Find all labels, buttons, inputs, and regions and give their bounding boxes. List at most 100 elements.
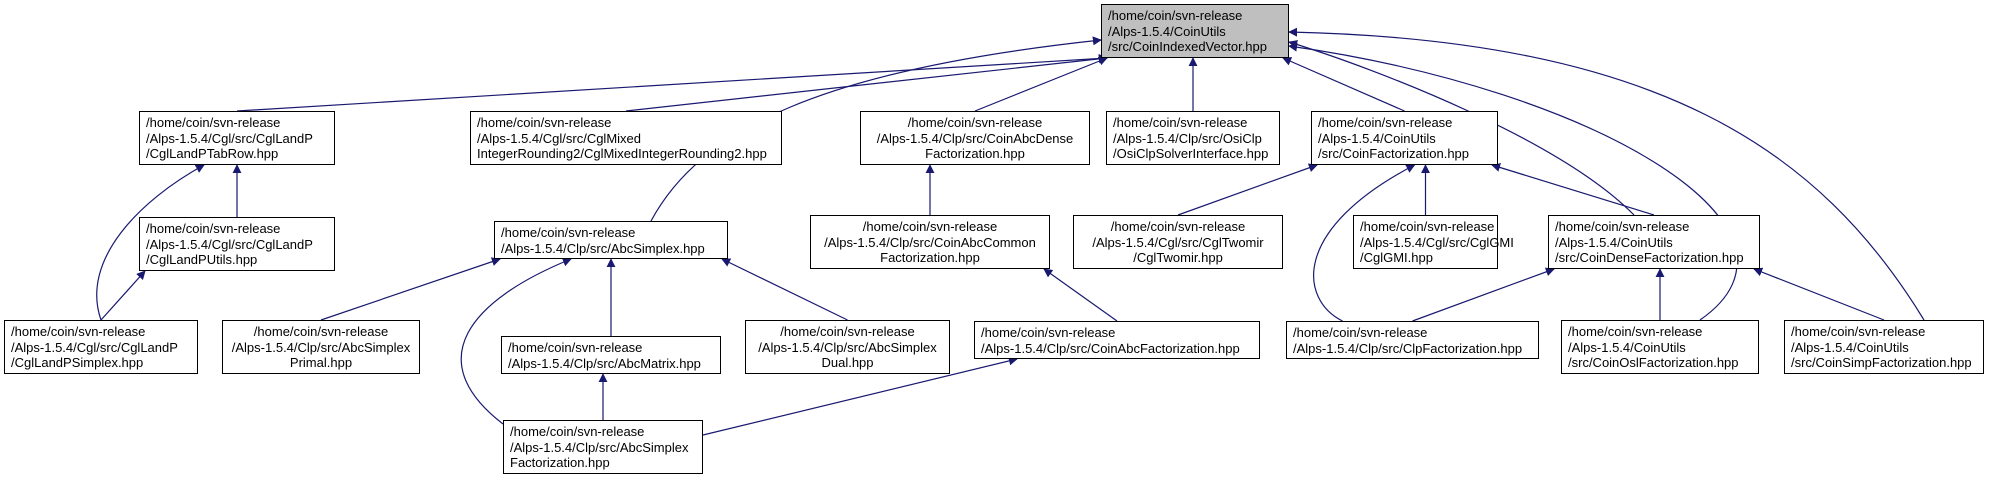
file-path-line: /Alps-1.5.4/Clp/src/CoinAbcCommon: [824, 234, 1036, 250]
file-path-line: /home/coin/svn-release: [1293, 325, 1428, 340]
file-node[interactable]: /home/coin/svn-release/Alps-1.5.4/Clp/sr…: [1106, 111, 1280, 165]
file-node[interactable]: /home/coin/svn-release/Alps-1.5.4/Clp/sr…: [494, 221, 728, 259]
include-edge: [100, 270, 146, 321]
file-path-line: /CglTwomir.hpp: [1133, 250, 1223, 265]
file-node[interactable]: /home/coin/svn-release/Alps-1.5.4/Cgl/sr…: [4, 320, 198, 374]
include-edge: [1753, 267, 1885, 321]
file-path-line: /Alps-1.5.4/Cgl/src/CglLandP: [146, 236, 313, 252]
file-path-line: /Alps-1.5.4/CoinUtils: [1568, 339, 1686, 355]
file-node[interactable]: /home/coin/svn-release/Alps-1.5.4/Cgl/sr…: [1073, 215, 1283, 269]
file-path-line: /Alps-1.5.4/CoinUtils: [1318, 130, 1436, 146]
file-path-line: /Alps-1.5.4/Cgl/src/CglLandP: [146, 130, 313, 146]
file-path-line: /home/coin/svn-release: [1555, 219, 1690, 234]
file-path-line: Primal.hpp: [289, 355, 353, 370]
file-path-line: Factorization.hpp: [880, 250, 980, 265]
file-node[interactable]: /home/coin/svn-release/Alps-1.5.4/Clp/sr…: [810, 215, 1050, 269]
include-edge: [460, 257, 572, 425]
file-path-line: /home/coin/svn-release: [1110, 219, 1246, 234]
file-path-line: /Alps-1.5.4/CoinUtils: [1791, 339, 1909, 355]
include-edge: [974, 56, 1108, 112]
file-path-line: /Alps-1.5.4/Clp/src/AbcMatrix.hpp: [508, 355, 701, 371]
file-node[interactable]: /home/coin/svn-release/Alps-1.5.4/CoinUt…: [1561, 320, 1759, 374]
include-edge: [1288, 27, 1925, 321]
file-node[interactable]: /home/coin/svn-release/Alps-1.5.4/Clp/sr…: [222, 320, 420, 374]
include-edge: [721, 258, 848, 321]
file-node[interactable]: /home/coin/svn-release/Alps-1.5.4/Cgl/sr…: [1353, 215, 1514, 269]
include-edge: [625, 54, 1108, 112]
file-path-line: /Alps-1.5.4/CoinUtils: [1108, 23, 1226, 39]
file-path-line: /home/coin/svn-release: [477, 115, 612, 130]
file-path-line: /Alps-1.5.4/Clp/src/AbcSimplex: [231, 339, 411, 355]
file-node[interactable]: /home/coin/svn-release/Alps-1.5.4/Clp/sr…: [974, 321, 1260, 359]
file-path-line: Dual.hpp: [821, 355, 874, 370]
file-node[interactable]: /home/coin/svn-release/Alps-1.5.4/Cgl/sr…: [139, 111, 335, 165]
file-path-line: /src/CoinOslFactorization.hpp: [1568, 355, 1739, 370]
file-path-line: /Alps-1.5.4/Clp/src/CoinAbcDense: [876, 130, 1074, 146]
file-path-line: /Alps-1.5.4/Cgl/src/CglGMI: [1360, 234, 1514, 250]
file-node[interactable]: /home/coin/svn-release/Alps-1.5.4/CoinUt…: [1548, 215, 1760, 269]
file-path-line: /home/coin/svn-release: [510, 424, 645, 439]
file-node[interactable]: /home/coin/svn-release/Alps-1.5.4/Clp/sr…: [503, 420, 703, 474]
file-path-line: /CglGMI.hpp: [1360, 250, 1433, 265]
file-path-line: /home/coin/svn-release: [981, 325, 1116, 340]
include-edge: [1282, 57, 1405, 112]
file-path-line: /CglLandPUtils.hpp: [146, 252, 258, 267]
include-edge: [236, 54, 1108, 112]
file-path-line: Factorization.hpp: [925, 146, 1025, 161]
file-path-line: /home/coin/svn-release: [1360, 219, 1495, 234]
include-edge: [96, 164, 205, 321]
file-path-line: /Alps-1.5.4/Clp/src/ClpFactorization.hpp: [1293, 340, 1523, 356]
file-node[interactable]: /home/coin/svn-release/Alps-1.5.4/CoinUt…: [1311, 111, 1498, 165]
file-path-line: /Alps-1.5.4/Cgl/src/CglLandP: [11, 339, 178, 355]
file-path-line: /home/coin/svn-release: [1568, 324, 1703, 339]
file-node[interactable]: /home/coin/svn-release/Alps-1.5.4/Clp/sr…: [1286, 321, 1539, 359]
include-edge: [702, 356, 1018, 436]
file-path-line: /Alps-1.5.4/Clp/src/OsiClp: [1113, 130, 1262, 146]
file-path-line: /home/coin/svn-release: [146, 115, 281, 130]
file-path-line: Factorization.hpp: [510, 455, 610, 470]
include-edge: [320, 257, 501, 321]
file-path-line: /home/coin/svn-release: [780, 324, 915, 339]
file-path-line: /CglLandPSimplex.hpp: [11, 355, 144, 370]
file-path-line: /home/coin/svn-release: [907, 115, 1043, 130]
root-file-node: /home/coin/svn-release/Alps-1.5.4/CoinUt…: [1101, 4, 1289, 58]
file-path-line: /Alps-1.5.4/Clp/src/AbcSimplex.hpp: [501, 240, 705, 256]
file-path-line: /home/coin/svn-release: [146, 221, 281, 236]
file-path-line: /src/CoinDenseFactorization.hpp: [1555, 250, 1744, 265]
file-node[interactable]: /home/coin/svn-release/Alps-1.5.4/Clp/sr…: [745, 320, 950, 374]
file-path-line: /home/coin/svn-release: [1113, 115, 1248, 130]
include-edge: [1313, 164, 1416, 322]
include-edge: [1288, 40, 1635, 216]
file-path-line: /Alps-1.5.4/Clp/src/CoinAbcFactorization…: [981, 340, 1240, 356]
include-edge: [1412, 267, 1555, 322]
file-path-line: /Alps-1.5.4/CoinUtils: [1555, 234, 1673, 250]
file-path-line: /Alps-1.5.4/Cgl/src/CglMixed: [477, 130, 641, 146]
file-node[interactable]: /home/coin/svn-release/Alps-1.5.4/CoinUt…: [1784, 320, 1984, 374]
file-path-line: /home/coin/svn-release: [253, 324, 389, 339]
include-edge: [1491, 163, 1655, 216]
file-node[interactable]: /home/coin/svn-release/Alps-1.5.4/Clp/sr…: [860, 111, 1090, 165]
file-path-line: /Alps-1.5.4/Clp/src/AbcSimplex: [510, 439, 689, 455]
file-node[interactable]: /home/coin/svn-release/Alps-1.5.4/Clp/sr…: [501, 336, 721, 374]
file-path-line: /home/coin/svn-release: [862, 219, 998, 234]
file-path-line: /src/CoinIndexedVector.hpp: [1108, 39, 1267, 54]
include-edge: [1177, 163, 1318, 216]
file-node[interactable]: /home/coin/svn-release/Alps-1.5.4/Cgl/sr…: [139, 217, 335, 271]
include-edge: [650, 36, 1102, 222]
file-path-line: IntegerRounding2/CglMixedIntegerRounding…: [477, 146, 767, 161]
file-path-line: /home/coin/svn-release: [1108, 8, 1243, 23]
file-path-line: /home/coin/svn-release: [1791, 324, 1926, 339]
file-path-line: /OsiClpSolverInterface.hpp: [1113, 146, 1269, 161]
file-path-line: /home/coin/svn-release: [1318, 115, 1453, 130]
include-edge: [1288, 42, 1738, 321]
file-path-line: /src/CoinFactorization.hpp: [1318, 146, 1470, 161]
file-node[interactable]: /home/coin/svn-release/Alps-1.5.4/Cgl/sr…: [470, 111, 782, 165]
file-path-line: /home/coin/svn-release: [11, 324, 146, 339]
file-path-line: /home/coin/svn-release: [508, 340, 643, 355]
file-path-line: /home/coin/svn-release: [501, 225, 636, 240]
include-edge: [1043, 268, 1118, 322]
file-path-line: /src/CoinSimpFactorization.hpp: [1791, 355, 1972, 370]
file-path-line: /Alps-1.5.4/Clp/src/AbcSimplex: [758, 339, 937, 355]
